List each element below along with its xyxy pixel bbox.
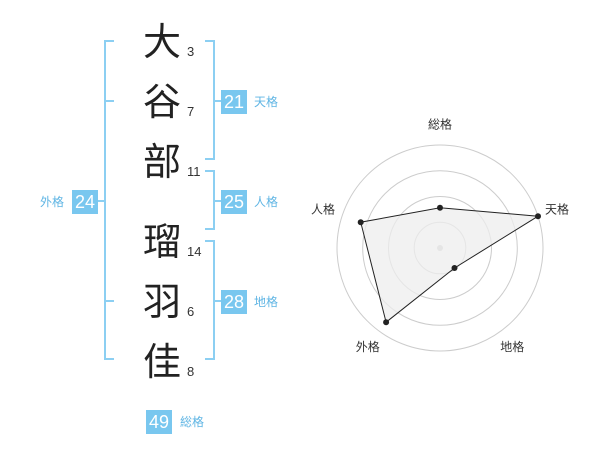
radar-point-2 (535, 213, 541, 220)
radar-axis-label-4: 外格 (356, 339, 380, 354)
radar-area (360, 207, 540, 324)
radar-point-3 (451, 265, 458, 271)
radar-points (357, 204, 541, 326)
chikaku-label: 地格 (254, 295, 279, 309)
chikaku-value-badge: 28 (221, 290, 248, 314)
radar-axis-label-1: 総格 (428, 117, 452, 132)
radar-point-1 (437, 204, 443, 211)
jinkaku-label: 人格 (254, 195, 279, 209)
radar-axis-label-3: 地格 (500, 339, 524, 354)
jinkaku-value-badge: 25 (221, 190, 248, 214)
tenkaku-connector (215, 100, 221, 102)
stroke-count-1: 3 (187, 44, 195, 59)
gaikaku-value-badge: 24 (72, 190, 99, 214)
radar-point-4 (383, 319, 390, 326)
gaikaku-tick-middle (104, 100, 114, 102)
tenkaku-label: 天格 (254, 95, 279, 109)
radar-axis-label-5: 人格 (311, 202, 335, 217)
radar-axis-label-2: 天格 (545, 202, 569, 217)
radar-point-5 (357, 219, 364, 226)
name-char-4: 瑠 (142, 220, 181, 264)
jinkaku-connector (215, 200, 221, 202)
gaikaku-connector (98, 200, 104, 202)
name-char-1: 大 (142, 20, 181, 64)
tenkaku-value-badge: 21 (221, 90, 248, 114)
gaikaku-bracket (104, 40, 114, 360)
stroke-count-4: 14 (187, 244, 202, 259)
stroke-count-2: 7 (187, 104, 195, 119)
chikaku-bracket (205, 240, 215, 360)
name-char-3: 部 (142, 140, 181, 184)
chikaku-connector (215, 300, 221, 302)
soukaku-value-badge: 49 (146, 410, 173, 434)
name-char-5: 羽 (142, 280, 181, 324)
stroke-count-5: 6 (187, 304, 195, 319)
jinkaku-bracket (205, 170, 215, 230)
gaikaku-tick-lower (104, 300, 114, 302)
soukaku-label: 総格 (180, 415, 205, 429)
radar-ring (362, 170, 518, 326)
stroke-count-6: 8 (187, 364, 195, 379)
radar-ring (336, 144, 544, 352)
name-char-6: 佳 (142, 340, 181, 384)
tenkaku-bracket (205, 40, 215, 160)
stroke-count-3: 11 (187, 164, 201, 179)
name-char-2: 谷 (142, 80, 181, 124)
gaikaku-label: 外格 (40, 195, 65, 209)
